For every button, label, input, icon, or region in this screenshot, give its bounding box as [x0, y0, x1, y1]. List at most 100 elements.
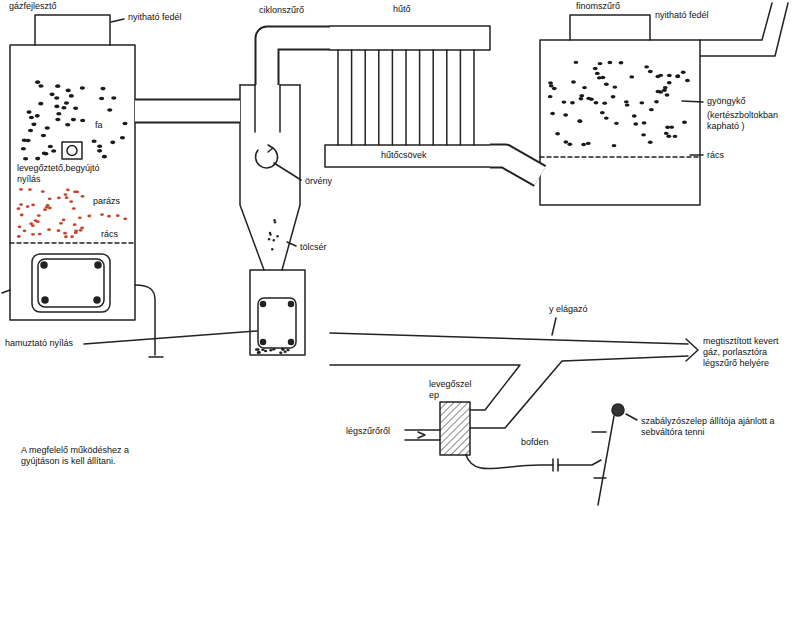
pearlite-granule	[604, 83, 609, 86]
pearlite-granule	[593, 67, 598, 70]
dust-particle	[282, 348, 285, 351]
ember	[28, 188, 32, 191]
ember	[19, 188, 23, 191]
node-heading: hűtő	[392, 4, 412, 14]
dust-particle	[279, 351, 282, 354]
pipe-connector	[135, 111, 240, 112]
wood-piece	[55, 84, 60, 88]
pearlite-granule	[555, 132, 560, 135]
pearlite-granule	[586, 142, 591, 145]
cooling-tube	[473, 50, 475, 145]
pearlite-granule	[600, 76, 605, 79]
fine-filter-housing	[700, 3, 788, 56]
cyclone-housing	[240, 85, 305, 355]
pearlite-granule	[681, 71, 686, 74]
wood-piece	[122, 122, 127, 126]
bowden-cable	[558, 460, 601, 465]
ember	[19, 203, 23, 206]
ember	[17, 207, 21, 210]
ember	[64, 235, 68, 238]
pipe-bore	[267, 38, 330, 85]
ember	[48, 197, 52, 200]
flow-label: megtisztított kevert gáz, porlasztóra lé…	[702, 336, 796, 368]
pearlite-granule	[667, 81, 672, 84]
fine-filter-housing	[540, 15, 700, 205]
part-label: rács	[100, 229, 119, 240]
wood-piece	[55, 118, 60, 122]
pearlite-granule	[563, 113, 568, 116]
part-label: nyitható fedél	[654, 10, 710, 21]
pearlite-granule	[562, 100, 567, 103]
cooling-tube	[419, 50, 421, 145]
wood-piece	[41, 134, 46, 138]
pearlite-granule	[567, 143, 572, 146]
ash-door	[41, 262, 47, 268]
vortex-arrow	[256, 145, 278, 168]
wood-piece	[80, 119, 85, 123]
cooler: hűtő	[330, 26, 490, 168]
ember	[47, 228, 51, 231]
pearlite-granule	[629, 75, 634, 78]
note-label: A megfelelő működéshez a gyújtáson is ke…	[20, 445, 157, 467]
pearlite-granule	[598, 62, 603, 65]
wood-piece	[110, 141, 115, 145]
cyclone-housing	[280, 84, 300, 86]
ember	[123, 217, 127, 220]
node-heading: gázfejlesztő	[8, 1, 58, 11]
pearlite-granule	[600, 111, 605, 114]
pearlite-granule	[548, 81, 553, 84]
dust-particle	[261, 348, 264, 351]
leader-line	[287, 242, 296, 246]
throttle-pedal	[592, 404, 624, 505]
pearlite-granule	[549, 84, 554, 87]
cyclone-housing	[240, 85, 264, 270]
pearlite-granule	[612, 85, 617, 88]
cooling-tube	[337, 50, 339, 145]
ember	[79, 229, 83, 232]
fine-filter: finomszűrő	[540, 15, 700, 205]
pearlite-granule	[633, 122, 638, 125]
leader-line	[690, 154, 703, 156]
pearlite-granule	[665, 126, 670, 129]
cyclone-housing	[279, 85, 281, 132]
dust-particle	[268, 238, 270, 240]
cooling-tube	[338, 50, 474, 145]
pipe-wall	[135, 99, 240, 124]
cooling-tube	[364, 50, 366, 145]
leader-line	[552, 318, 556, 335]
wood-piece	[38, 84, 43, 88]
wood-piece	[29, 116, 34, 120]
ember	[59, 222, 63, 225]
wood-piece	[107, 108, 112, 112]
pipe-bore	[490, 156, 540, 176]
pearlite-granule	[582, 86, 587, 89]
leader-line	[626, 414, 637, 420]
wood-piece	[23, 157, 28, 161]
dust-particle	[271, 248, 273, 250]
gasifier-housing	[10, 15, 135, 320]
part-label: bofden	[520, 437, 550, 448]
y-branch-pipe	[330, 365, 520, 410]
cyclone-filter: ciklonszűrő	[240, 85, 305, 355]
dust-particle	[276, 235, 278, 237]
pearlite-granule	[578, 119, 583, 122]
node-heading: levegőszel ep	[428, 379, 473, 400]
ash-door	[95, 262, 101, 268]
y-branch-pipe	[330, 333, 688, 344]
material-label: fa	[94, 120, 104, 131]
air-valve	[440, 402, 470, 455]
wood-piece	[111, 96, 116, 100]
ember	[80, 226, 84, 229]
wood-piece	[31, 123, 36, 127]
ash-door	[32, 254, 110, 312]
ember	[17, 235, 21, 238]
dust-particle	[273, 219, 275, 221]
leader-line	[274, 163, 301, 180]
ember	[41, 190, 45, 193]
pipe-connector	[490, 156, 540, 176]
ember	[78, 216, 82, 219]
grate-line	[10, 242, 135, 244]
cyclone-housing	[261, 340, 266, 345]
cyclone-housing	[250, 270, 305, 355]
